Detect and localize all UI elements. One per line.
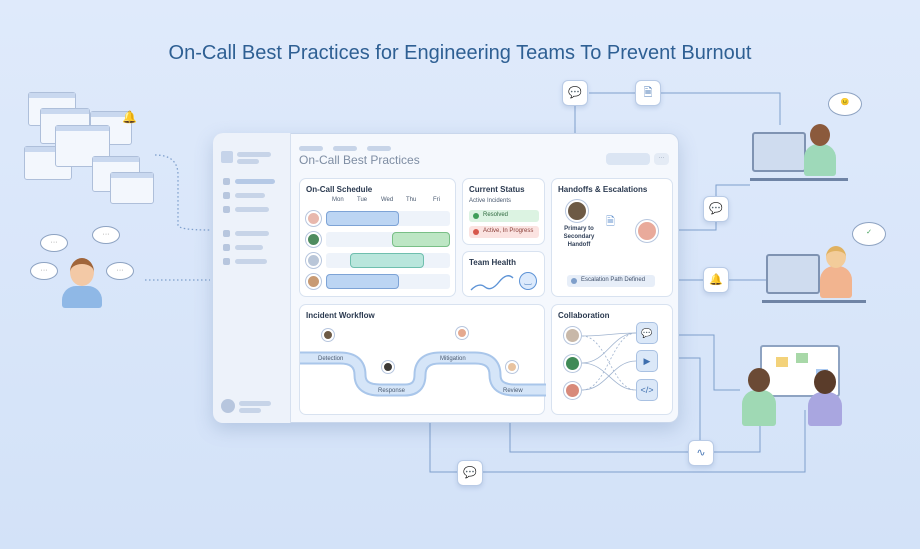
- resolved-badge: Resolved: [469, 210, 539, 222]
- sidebar: [213, 133, 291, 423]
- bell-icon: 🔔: [122, 110, 137, 124]
- stage-mitigation: Mitigation: [440, 356, 466, 362]
- current-status-panel: Current Status Active Incidents Resolved…: [462, 178, 545, 245]
- health-trend-line: [470, 275, 514, 291]
- breadcrumb[interactable]: [367, 146, 391, 151]
- day-label: Wed: [381, 197, 394, 203]
- shift-bar[interactable]: [326, 274, 399, 289]
- workflow-path: [300, 351, 546, 397]
- team-health-panel: Team Health ‿: [462, 251, 545, 297]
- breadcrumb[interactable]: [299, 146, 323, 151]
- engineer-figure: [382, 361, 394, 373]
- primary-engineer-avatar: [566, 200, 588, 222]
- engineer-figure: [506, 361, 518, 373]
- bell-icon[interactable]: 🔔: [703, 267, 729, 293]
- monitor-illustration: [752, 132, 806, 172]
- code-icon[interactable]: </>: [636, 379, 658, 401]
- breadcrumb[interactable]: [333, 146, 357, 151]
- team-member-avatar: [564, 327, 581, 344]
- team-member-avatar: [564, 355, 581, 372]
- escalation-badge: Escalation Path Defined: [567, 275, 655, 287]
- stage-response: Response: [378, 388, 406, 394]
- sidebar-icon[interactable]: [223, 244, 230, 251]
- chat-icon[interactable]: 💬: [457, 460, 483, 486]
- document-icon: 🗎: [606, 216, 615, 228]
- handoff-label: Primary to Secondary Handoff: [563, 226, 595, 248]
- engineer-avatar: [306, 274, 321, 289]
- day-label: Tue: [357, 197, 368, 203]
- panel-title: Collaboration: [558, 311, 610, 320]
- panel-title: On-Call Schedule: [306, 185, 373, 194]
- sidebar-item[interactable]: [235, 245, 263, 250]
- sidebar-item[interactable]: [235, 207, 269, 212]
- sidebar-item[interactable]: [235, 179, 275, 184]
- app-logo: [221, 151, 233, 163]
- incident-workflow-panel: Incident Workflow Detection Response Mit…: [299, 304, 546, 415]
- shift-bar[interactable]: [350, 253, 424, 268]
- panel-title: Team Health: [469, 258, 516, 267]
- thought-bubble: ···: [40, 234, 68, 252]
- thought-bubble: ···: [106, 262, 134, 280]
- collaboration-panel: Collaboration 💬 ▶ </>: [551, 304, 673, 415]
- chat-icon[interactable]: 💬: [636, 322, 658, 344]
- user-avatar[interactable]: [221, 399, 235, 413]
- page-title: On-Call Best Practices for Engineering T…: [168, 42, 752, 64]
- day-label: Fri: [433, 197, 440, 203]
- stage-review: Review: [503, 388, 523, 394]
- sidebar-item[interactable]: [235, 193, 265, 198]
- handoffs-panel: Handoffs & Escalations 🗎 Primary to Seco…: [551, 178, 673, 297]
- shift-bar[interactable]: [392, 232, 450, 247]
- status-subtitle: Active Incidents: [469, 198, 512, 204]
- more-button[interactable]: ···: [654, 153, 669, 165]
- stage-detection: Detection: [318, 356, 344, 362]
- secondary-engineer-avatar: [636, 220, 658, 242]
- monitor-illustration: [766, 254, 820, 294]
- wave-icon[interactable]: ∿: [688, 440, 714, 466]
- thought-bubble: ···: [30, 262, 58, 280]
- day-label: Thu: [406, 197, 417, 203]
- dashboard-heading: On-Call Best Practices: [299, 153, 420, 167]
- day-label: Mon: [332, 197, 344, 203]
- sidebar-item[interactable]: [235, 259, 267, 264]
- panel-title: Current Status: [469, 185, 525, 194]
- panel-title: Incident Workflow: [306, 311, 375, 320]
- engineer-avatar: [306, 232, 321, 247]
- sidebar-icon[interactable]: [223, 206, 230, 213]
- sidebar-item[interactable]: [235, 231, 269, 236]
- chat-icon[interactable]: 💬: [703, 196, 729, 222]
- thought-bubble: ···: [92, 226, 120, 244]
- chat-icon[interactable]: 💬: [562, 80, 588, 106]
- engineer-avatar: [306, 253, 321, 268]
- app-window-illustration: [110, 172, 154, 204]
- sidebar-icon[interactable]: [223, 258, 230, 265]
- sidebar-icon[interactable]: [223, 178, 230, 185]
- neutral-face-bubble: 😐: [828, 92, 862, 116]
- shift-bar[interactable]: [326, 211, 399, 226]
- engineer-figure: [456, 327, 468, 339]
- sidebar-icon[interactable]: [223, 192, 230, 199]
- filter-button[interactable]: [606, 153, 650, 165]
- checkmark-bubble: ✓: [852, 222, 886, 246]
- document-icon[interactable]: 🗎: [635, 80, 661, 106]
- sidebar-icon[interactable]: [223, 230, 230, 237]
- panel-title: Handoffs & Escalations: [558, 185, 648, 194]
- engineer-avatar: [306, 211, 321, 226]
- engineer-figure: [322, 329, 334, 341]
- video-icon[interactable]: ▶: [636, 350, 658, 372]
- team-member-avatar: [564, 382, 581, 399]
- active-badge: Active, In Progress: [469, 226, 539, 238]
- smiley-icon: ‿: [519, 272, 537, 290]
